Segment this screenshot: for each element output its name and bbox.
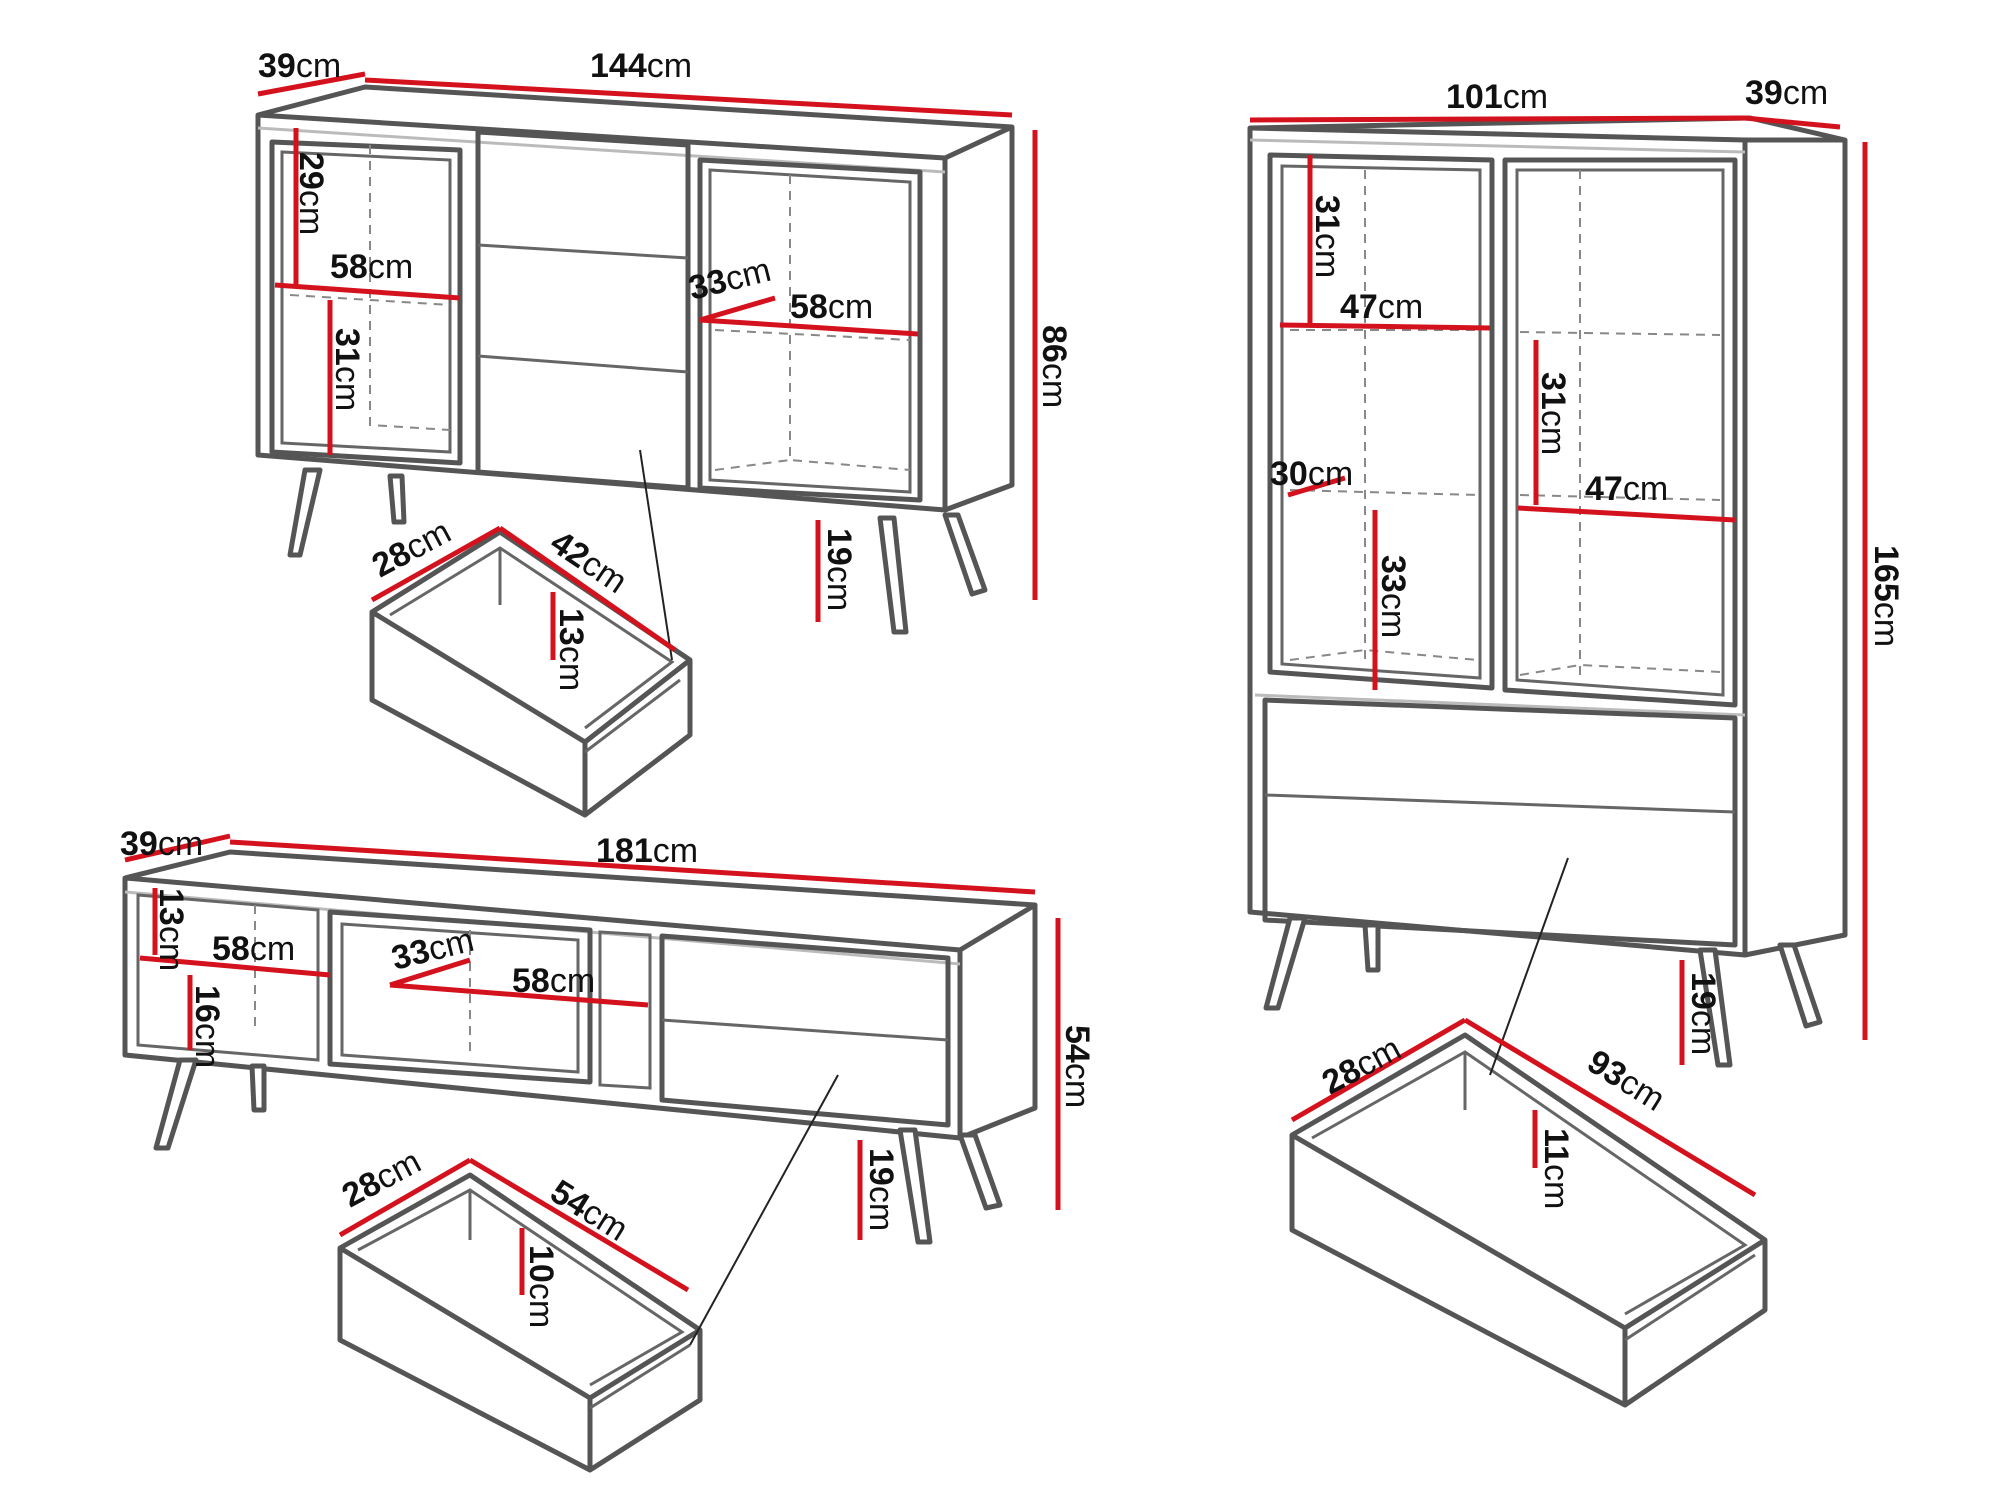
- display-cabinet-dimensions: 101cm 39cm 165cm 31cm 47cm 30cm 33cm 31c…: [1249, 74, 1905, 1209]
- sideboard-height-label: 86cm: [1035, 325, 1073, 408]
- sideboard-depth-label: 39cm: [258, 47, 341, 85]
- sideboard-left-lower-label: 31cm: [328, 328, 366, 411]
- display-cabinet-left-upper-label: 31cm: [1308, 195, 1346, 278]
- tv-stand-height-label: 54cm: [1058, 1025, 1096, 1108]
- display-cabinet-height-label: 165cm: [1867, 545, 1905, 647]
- sideboard-drawing: [255, 84, 1015, 818]
- display-cabinet-leg-height-label: 19cm: [1684, 972, 1722, 1055]
- tv-stand-left-upper-label: 13cm: [152, 888, 190, 971]
- display-cabinet-right-mid-label: 31cm: [1534, 372, 1572, 455]
- sideboard-drawer-depth-label: 28cm: [366, 512, 457, 585]
- sideboard-dimensions: 39cm 144cm 86cm 29cm 58cm 31cm 33cm 58cm…: [257, 47, 1073, 691]
- tv-stand-drawer-height-label: 10cm: [522, 1245, 560, 1328]
- display-cabinet-left-shelf-depth-label: 30cm: [1270, 455, 1353, 493]
- display-cabinet-left-lower-label: 33cm: [1374, 555, 1412, 638]
- display-cabinet-right-shelf-width-label: 47cm: [1585, 470, 1668, 508]
- display-cabinet-depth-label: 39cm: [1745, 74, 1828, 112]
- display-cabinet-left-shelf-width-label: 47cm: [1340, 288, 1423, 326]
- sideboard-left-upper-label: 29cm: [292, 152, 330, 235]
- tv-stand-drawer-width-label: 54cm: [544, 1173, 635, 1249]
- sideboard-leg-height-label: 19cm: [820, 528, 858, 611]
- display-cabinet-width-label: 101cm: [1446, 78, 1548, 116]
- sideboard-right-width-label: 58cm: [790, 288, 873, 326]
- display-cabinet-drawer-height-label: 11cm: [1537, 1128, 1575, 1209]
- tv-stand-center-width-label: 58cm: [512, 962, 595, 1000]
- sideboard-drawer-height-label: 13cm: [552, 608, 590, 691]
- tv-stand-width-label: 181cm: [596, 832, 698, 870]
- sideboard-width-label: 144cm: [590, 47, 692, 85]
- tv-stand-depth-label: 39cm: [120, 825, 203, 863]
- tv-stand-drawing: [122, 849, 1038, 1473]
- tv-stand-center-depth-label: 33cm: [388, 921, 478, 978]
- tv-stand-left-shelf-width-label: 58cm: [212, 930, 295, 968]
- tv-stand-left-lower-label: 16cm: [188, 985, 226, 1068]
- sideboard-left-shelf-width-label: 58cm: [330, 248, 413, 286]
- display-cabinet-drawer-width-label: 93cm: [1581, 1043, 1672, 1119]
- tv-stand-leg-height-label: 19cm: [862, 1148, 900, 1231]
